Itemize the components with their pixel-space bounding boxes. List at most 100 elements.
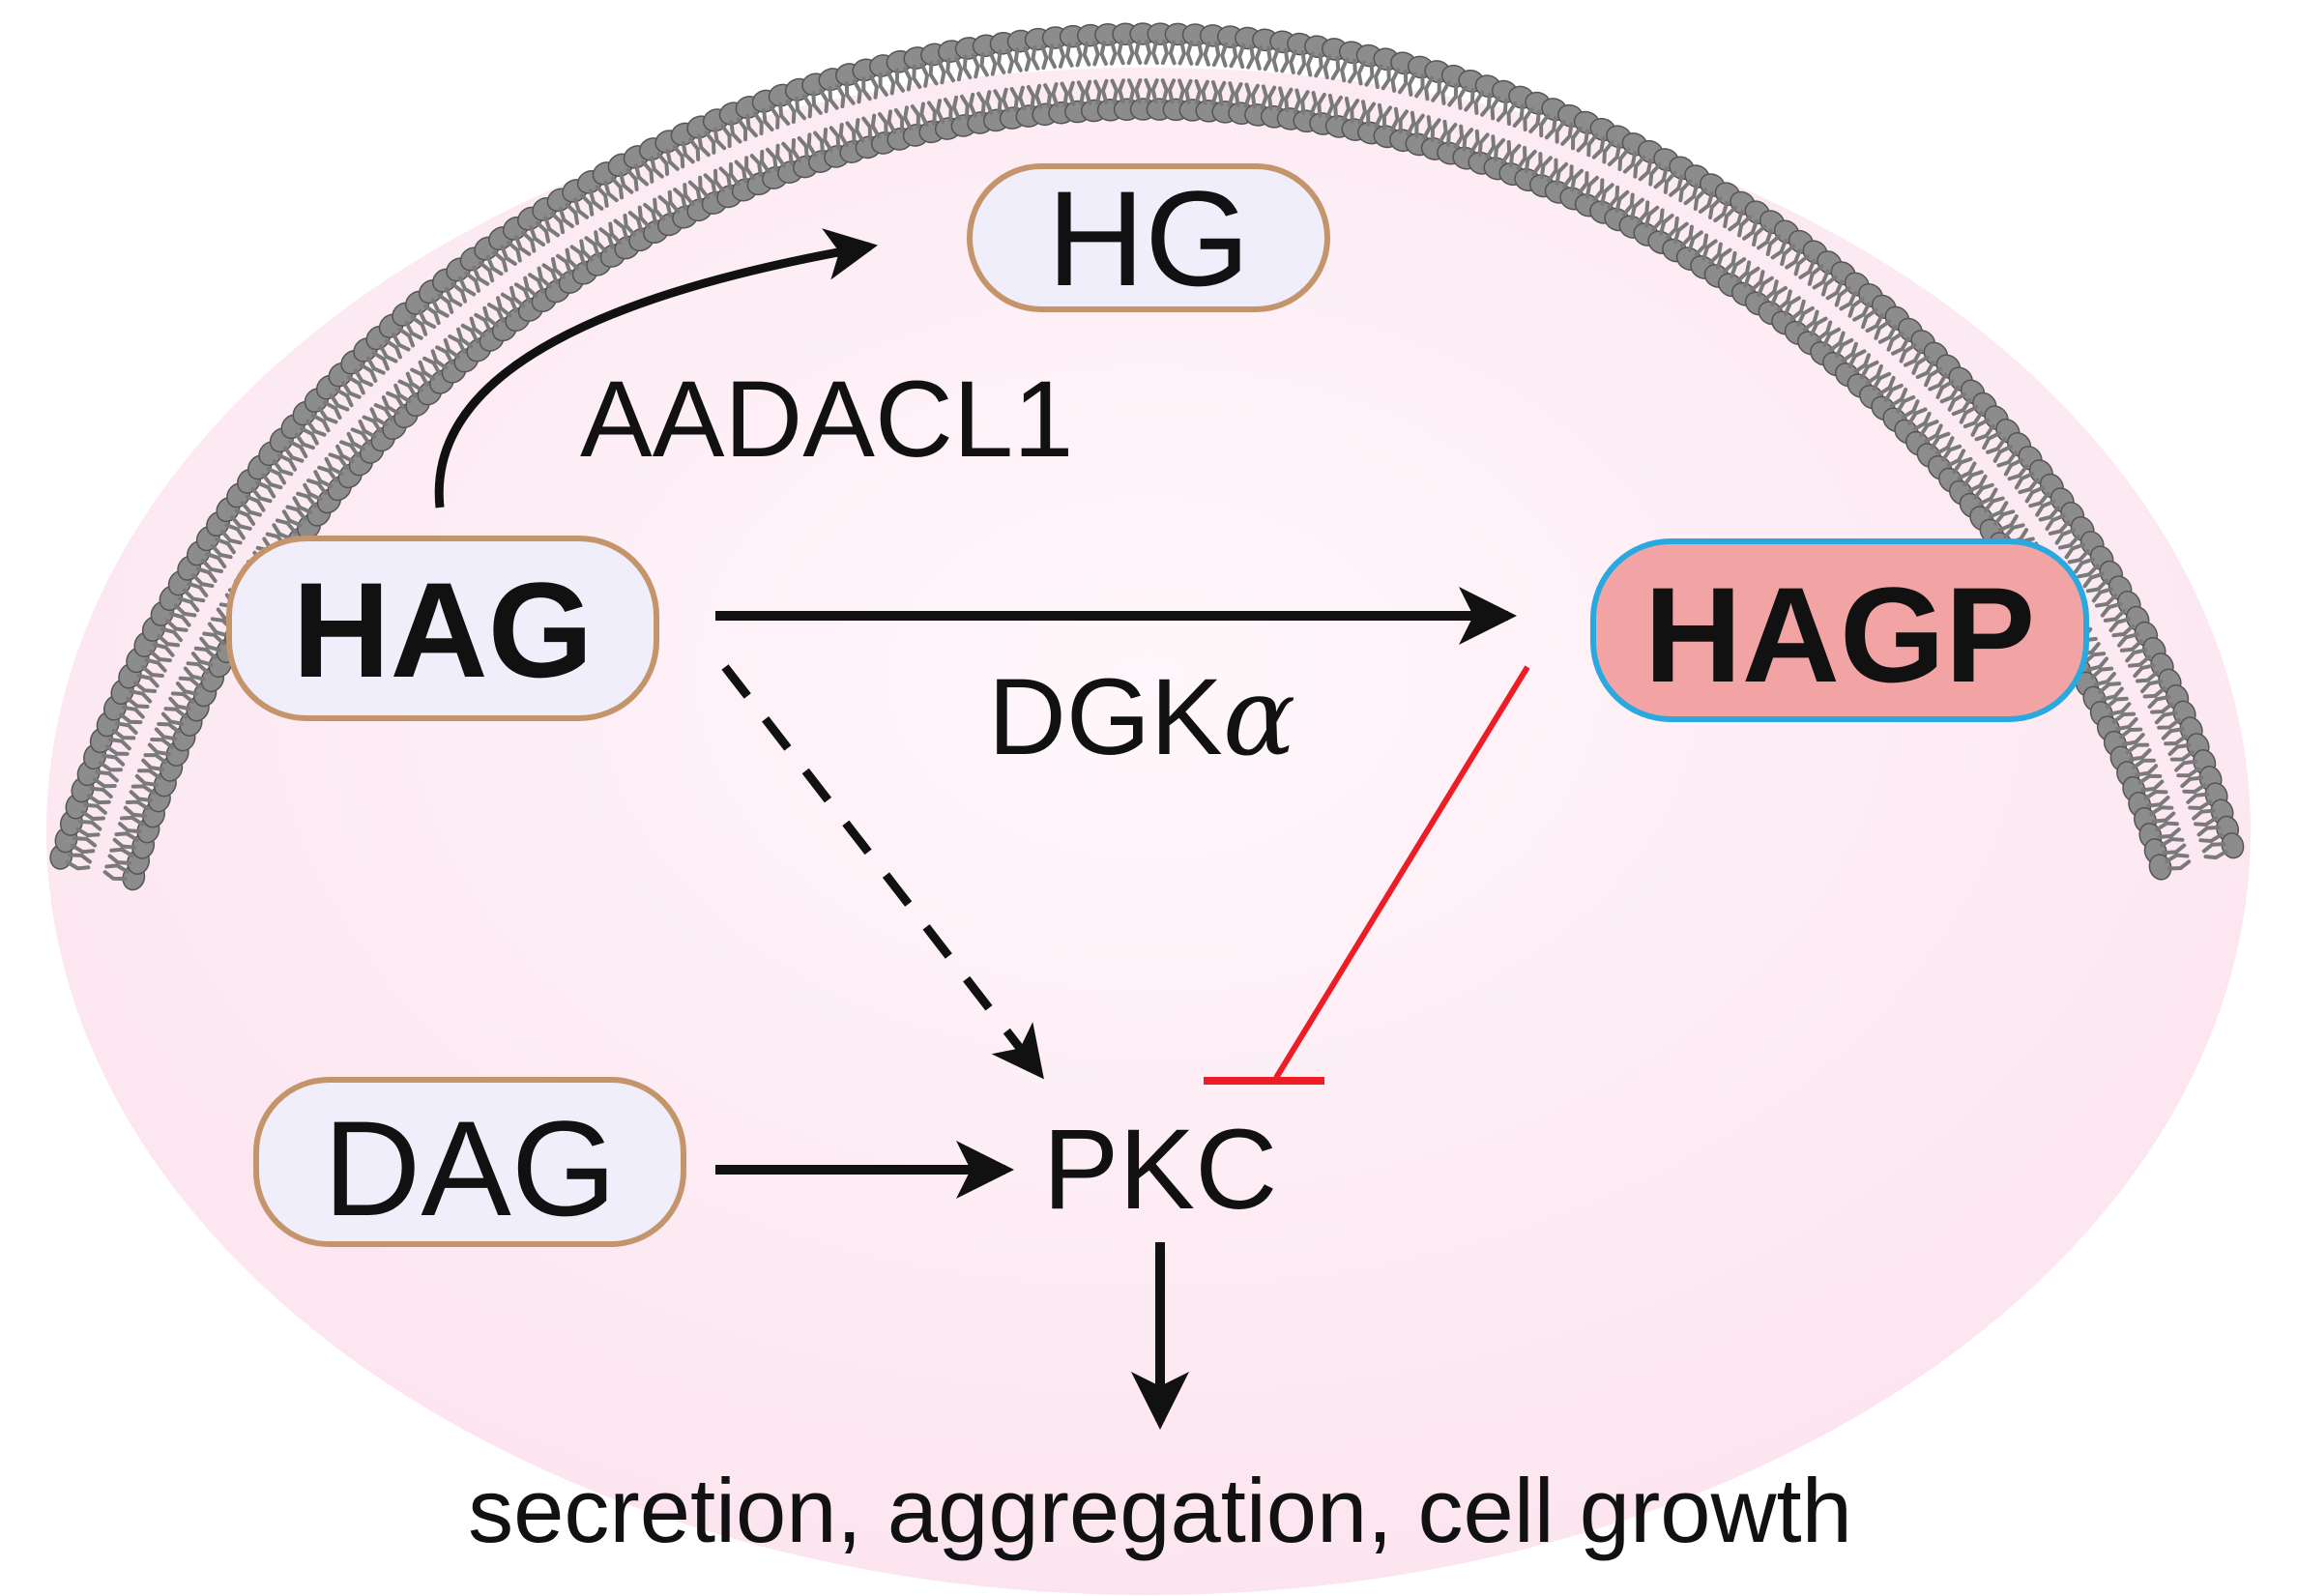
lipid-tail bbox=[199, 631, 225, 653]
lipid-molecule bbox=[2125, 636, 2166, 668]
lipid-tail bbox=[2082, 652, 2108, 672]
lipid-tail bbox=[1305, 51, 1323, 78]
lipid-tail bbox=[778, 99, 797, 126]
lipid-tail bbox=[1617, 147, 1638, 174]
lipid-tail bbox=[173, 596, 200, 618]
lipid-tail bbox=[1835, 337, 1858, 363]
lipid-tail bbox=[1970, 418, 1995, 442]
lipid-tail bbox=[887, 107, 905, 134]
lipid-tail bbox=[1424, 75, 1441, 102]
lipid-tail bbox=[1490, 96, 1508, 123]
lipid-tail bbox=[1629, 197, 1650, 224]
lipid-tail bbox=[1860, 307, 1884, 334]
lipid-tail bbox=[1220, 42, 1238, 69]
lipid-tail bbox=[2097, 682, 2124, 702]
lipid-tail bbox=[65, 853, 92, 871]
node-hag-box bbox=[226, 536, 659, 721]
lipid-tail bbox=[1333, 95, 1352, 122]
lipid-tail bbox=[1973, 482, 1998, 507]
lipid-tail bbox=[358, 415, 383, 439]
lipid-tail bbox=[1947, 392, 1972, 417]
lipid-tail bbox=[795, 94, 813, 121]
lipid-tail bbox=[2125, 742, 2152, 762]
node-hg-box bbox=[967, 163, 1330, 312]
label-dgk-greek: α bbox=[1223, 654, 1296, 780]
lipid-tail bbox=[1446, 122, 1465, 150]
lipid-tail bbox=[99, 753, 126, 772]
lipid-tail bbox=[2035, 499, 2061, 522]
lipid-tail bbox=[1350, 99, 1368, 126]
lipid-tail bbox=[537, 263, 559, 289]
lipid-tail bbox=[2108, 617, 2136, 638]
lipid-tail bbox=[1203, 41, 1221, 68]
lipid-tail bbox=[712, 124, 732, 151]
lipid-tail bbox=[1737, 215, 1759, 241]
lipid-tail bbox=[1992, 445, 2018, 468]
lipid-tail bbox=[1167, 78, 1185, 104]
lipid-tail bbox=[1462, 128, 1480, 155]
lipid-tail bbox=[1644, 205, 1665, 232]
lipid-tail bbox=[523, 273, 545, 299]
lipid-tail bbox=[1586, 132, 1606, 160]
lipid-tail bbox=[1001, 86, 1019, 113]
lipid-tail bbox=[303, 479, 328, 502]
lipid-tail bbox=[745, 111, 764, 138]
lipid-tail bbox=[2064, 542, 2090, 565]
lipid-tail bbox=[1930, 431, 1955, 455]
lipid-tail bbox=[762, 104, 780, 131]
label-dgk: DGKα bbox=[988, 654, 1295, 780]
lipid-tail bbox=[1796, 305, 1819, 332]
lipid-tail bbox=[2192, 808, 2219, 827]
lipid-tail bbox=[1150, 40, 1170, 66]
lipid-tail bbox=[1118, 78, 1136, 104]
lipid-tail bbox=[1693, 188, 1714, 215]
lipid-tail bbox=[1017, 84, 1036, 111]
lipid-tail bbox=[292, 491, 318, 514]
lipid-tail bbox=[1234, 82, 1252, 108]
node-hagp-label: HAGP bbox=[1644, 559, 2035, 711]
arrow-hag-to-hg bbox=[434, 228, 878, 508]
lipid-tail bbox=[1407, 72, 1425, 99]
lipid-tail bbox=[418, 304, 441, 330]
lipid-tail bbox=[2143, 790, 2170, 808]
lipid-tail bbox=[1217, 80, 1236, 107]
lipid-tail bbox=[1340, 57, 1357, 84]
lipid-tail bbox=[2082, 571, 2108, 594]
node-hg: HG bbox=[967, 162, 1330, 314]
lipid-tail bbox=[1373, 64, 1391, 91]
lipid-tail bbox=[811, 88, 829, 115]
node-hg-label: HG bbox=[1047, 162, 1250, 314]
lipid-tail bbox=[1602, 140, 1621, 167]
lipid-tail bbox=[2174, 759, 2201, 778]
lipid-tail bbox=[1457, 85, 1475, 112]
lipid-tail bbox=[191, 566, 218, 589]
lipid-tail bbox=[1300, 90, 1319, 116]
lipid-tail bbox=[1570, 168, 1589, 195]
lipid-tail bbox=[107, 847, 134, 865]
lipid-tail bbox=[1082, 41, 1100, 67]
lipid-tail bbox=[346, 427, 371, 451]
lipid-tail bbox=[1289, 48, 1307, 75]
lipid-tail bbox=[1031, 44, 1049, 71]
lipid-tail bbox=[1524, 149, 1543, 176]
lipid-tail bbox=[365, 351, 391, 375]
lipid-tail bbox=[729, 160, 747, 187]
lipid-tail bbox=[430, 345, 454, 370]
lipid-tail bbox=[1935, 379, 1961, 404]
lipid-tail bbox=[903, 103, 920, 131]
lipid-tail bbox=[2165, 853, 2192, 871]
lipid-tail bbox=[381, 391, 406, 416]
lipid-tail bbox=[341, 375, 365, 399]
lipid-molecule bbox=[190, 646, 232, 679]
lipid-tail bbox=[878, 70, 896, 97]
lipid-tail bbox=[2161, 727, 2188, 746]
lipid-tail bbox=[791, 136, 809, 163]
lipid-tail bbox=[543, 212, 566, 238]
lipid-tail bbox=[565, 245, 587, 271]
lipid-tail bbox=[945, 56, 964, 83]
lipid-tail bbox=[744, 154, 763, 181]
lipid-tail bbox=[1780, 244, 1802, 270]
lipid-tail bbox=[2167, 742, 2195, 762]
lipid-tail bbox=[1250, 83, 1268, 110]
lipid-tail bbox=[2147, 695, 2174, 714]
